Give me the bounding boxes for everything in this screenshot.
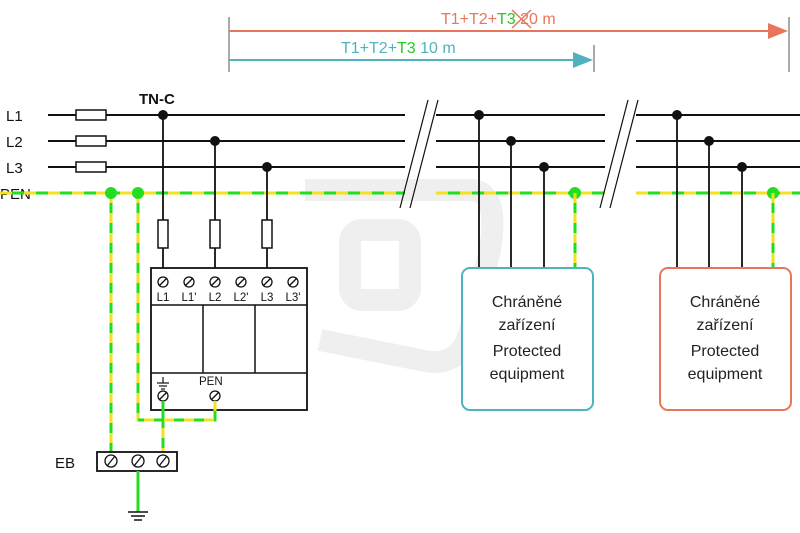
equipment-near-line1: Chráněné bbox=[492, 294, 562, 311]
arrester-terminals bbox=[157, 276, 299, 288]
arrester-earth-symbol bbox=[157, 377, 169, 390]
arrester-bottom-terminals bbox=[157, 390, 221, 402]
equipment-box-near bbox=[461, 267, 594, 411]
arrester-pen-terminal-label: PEN bbox=[199, 376, 223, 388]
range-short-length: 10 m bbox=[420, 40, 456, 57]
network-type-label: TN-C bbox=[139, 91, 175, 108]
terminal-screw-slot bbox=[236, 277, 246, 287]
earthing-wires bbox=[109, 193, 217, 452]
range-long-t2: T2 bbox=[469, 11, 488, 28]
earth-bar bbox=[96, 451, 178, 472]
equipment-far-line4: equipment bbox=[688, 366, 763, 383]
terminal-label: L3' bbox=[286, 292, 301, 304]
terminal-label: L2 bbox=[209, 292, 222, 304]
range-short-t3: T3 bbox=[397, 40, 416, 57]
equipment-box-far bbox=[659, 267, 792, 411]
terminal-label: L1' bbox=[182, 292, 197, 304]
range-long-length: 20 m bbox=[520, 11, 556, 28]
range-short-label: T1+T2+T3 10 m bbox=[341, 40, 456, 57]
junction-dots bbox=[158, 110, 272, 172]
equipment-far-line2: zařízení bbox=[697, 317, 754, 334]
terminal-screw-slot bbox=[184, 277, 194, 287]
equipment-far-line3: Protected bbox=[691, 343, 759, 360]
range-short-t1: T1 bbox=[341, 40, 360, 57]
terminal-screw-slot bbox=[210, 277, 220, 287]
range-long: T1+T2+T3 20 m bbox=[228, 9, 790, 72]
range-long-t1: T1 bbox=[441, 11, 460, 28]
phase-conductors bbox=[48, 114, 800, 168]
line-fuses bbox=[75, 109, 107, 173]
range-short-t2: T2 bbox=[369, 40, 388, 57]
ground-symbol bbox=[128, 471, 148, 521]
earth-bar-label: EB bbox=[55, 455, 75, 472]
terminal-screw-slot bbox=[288, 277, 298, 287]
far-equipment-drops bbox=[672, 110, 775, 268]
line-break-marks bbox=[399, 99, 639, 209]
label-l3: L3 bbox=[6, 160, 23, 177]
equipment-near-line2: zařízení bbox=[499, 317, 556, 334]
equipment-near-line4: equipment bbox=[490, 366, 565, 383]
terminal-label: L3 bbox=[261, 292, 274, 304]
terminal-label: L2' bbox=[234, 292, 249, 304]
label-l1: L1 bbox=[6, 108, 23, 125]
equipment-near-line3: Protected bbox=[493, 343, 561, 360]
terminal-label: L1 bbox=[157, 292, 170, 304]
arrester-terminal-labels: L1 L1' L2 L2' L3 L3' bbox=[157, 292, 301, 304]
terminal-screw-slot bbox=[262, 277, 272, 287]
arrester-fuses bbox=[157, 219, 273, 249]
terminal-screw-slot bbox=[158, 277, 168, 287]
range-long-t3: T3 bbox=[497, 11, 516, 28]
near-equipment-drops bbox=[474, 110, 577, 268]
surge-arrester bbox=[150, 267, 308, 411]
range-long-label: T1+T2+T3 20 m bbox=[441, 11, 556, 28]
equipment-far-line1: Chráněné bbox=[690, 294, 760, 311]
range-short: T1+T2+T3 10 m bbox=[229, 40, 595, 72]
label-l2: L2 bbox=[6, 134, 23, 151]
